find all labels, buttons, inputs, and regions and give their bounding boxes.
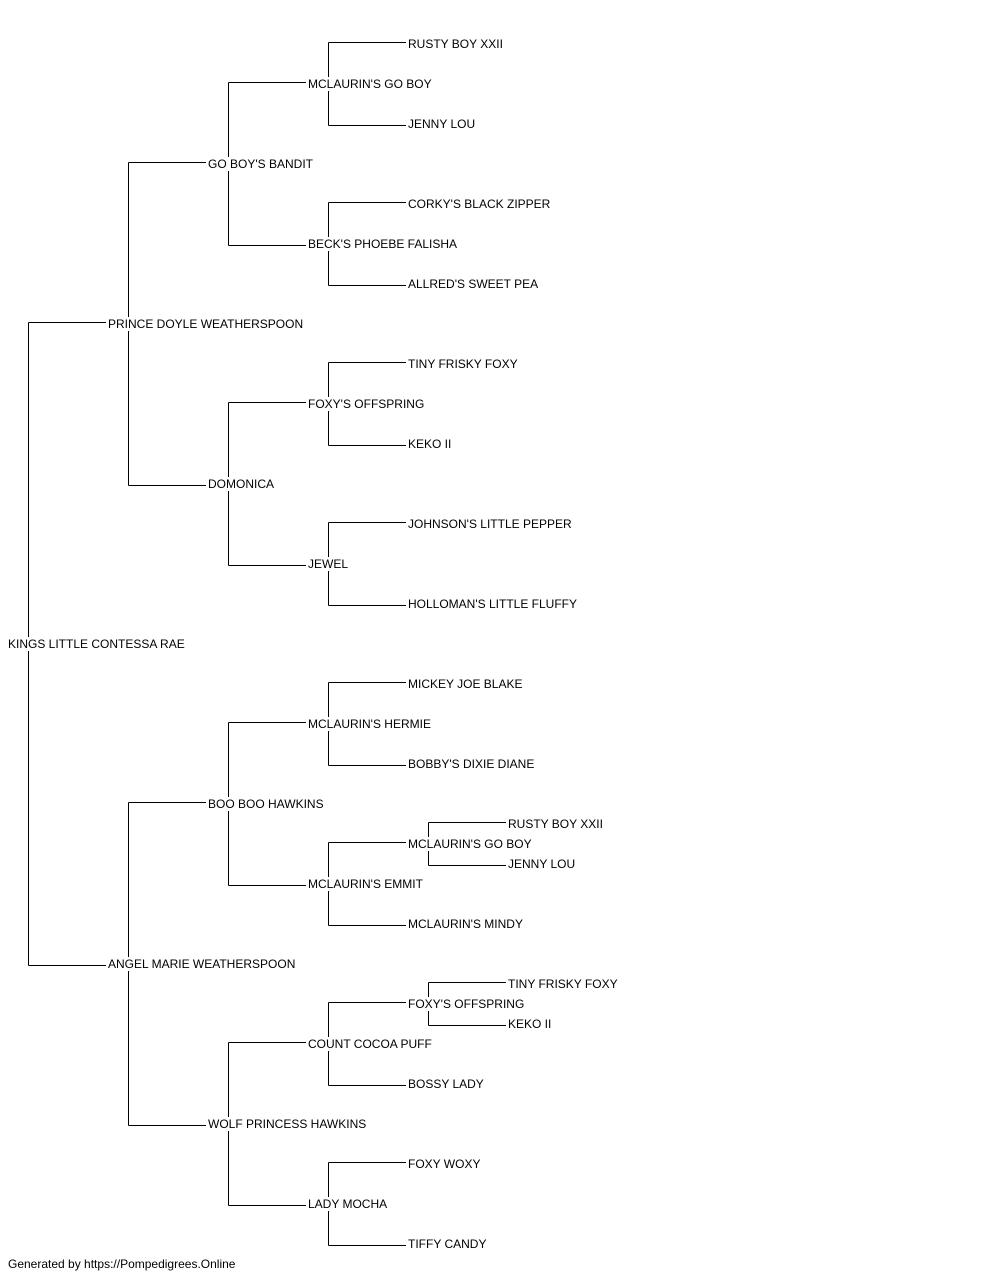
footer-credit: Generated by https://Pompedigrees.Online [8, 1257, 236, 1271]
pedigree-node: TINY FRISKY FOXY [408, 357, 520, 371]
pedigree-node: ANGEL MARIE WEATHERSPOON [108, 957, 298, 971]
pedigree-node: TIFFY CANDY [408, 1237, 489, 1251]
pedigree-node: BOBBY'S DIXIE DIANE [408, 757, 537, 771]
pedigree-node: BOO BOO HAWKINS [208, 797, 326, 811]
pedigree-node: RUSTY BOY XXII [408, 37, 505, 51]
pedigree-node: CORKY'S BLACK ZIPPER [408, 197, 553, 211]
pedigree-node: MCLAURIN'S GO BOY [408, 837, 534, 851]
pedigree-node: RUSTY BOY XXII [508, 817, 605, 831]
pedigree-node: KINGS LITTLE CONTESSA RAE [8, 637, 187, 651]
pedigree-node: MCLAURIN'S EMMIT [308, 877, 425, 891]
pedigree-node: JOHNSON'S LITTLE PEPPER [408, 517, 574, 531]
pedigree-node: MCLAURIN'S HERMIE [308, 717, 433, 731]
pedigree-node: TINY FRISKY FOXY [508, 977, 620, 991]
pedigree-node: BOSSY LADY [408, 1077, 486, 1091]
pedigree-node: BECK'S PHOEBE FALISHA [308, 237, 460, 251]
pedigree-node: GO BOY'S BANDIT [208, 157, 315, 171]
pedigree-node: ALLRED'S SWEET PEA [408, 277, 541, 291]
pedigree-node: DOMONICA [208, 477, 276, 491]
pedigree-node: KEKO II [508, 1017, 554, 1031]
pedigree-node: JEWEL [308, 557, 351, 571]
pedigree-node: LADY MOCHA [308, 1197, 390, 1211]
pedigree-node: MCLAURIN'S GO BOY [308, 77, 434, 91]
pedigree-node: KEKO II [408, 437, 454, 451]
pedigree-node: MCLAURIN'S MINDY [408, 917, 525, 931]
pedigree-node: COUNT COCOA PUFF [308, 1037, 434, 1051]
pedigree-node: MICKEY JOE BLAKE [408, 677, 525, 691]
pedigree-node: FOXY WOXY [408, 1157, 483, 1171]
pedigree-node: HOLLOMAN'S LITTLE FLUFFY [408, 597, 579, 611]
pedigree-node: JENNY LOU [508, 857, 578, 871]
pedigree-node: FOXY'S OFFSPRING [308, 397, 427, 411]
pedigree-node: PRINCE DOYLE WEATHERSPOON [108, 317, 306, 331]
pedigree-node: JENNY LOU [408, 117, 478, 131]
pedigree-node: WOLF PRINCESS HAWKINS [208, 1117, 369, 1131]
pedigree-node: FOXY'S OFFSPRING [408, 997, 527, 1011]
